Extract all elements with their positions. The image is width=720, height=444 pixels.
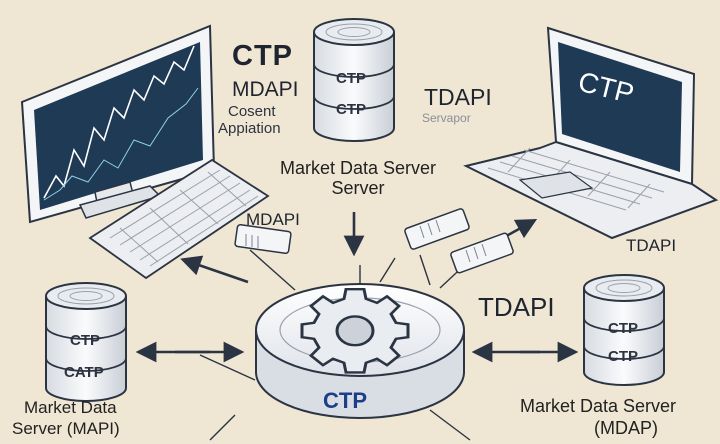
ctp-title: CTP bbox=[232, 40, 293, 72]
database-server-icon-right bbox=[583, 274, 665, 386]
market-server-label-line1: Market Data Server bbox=[279, 158, 437, 178]
tdapi-label-right: TDAPI bbox=[626, 236, 677, 255]
tdapi-label-mid: TDAPI bbox=[478, 292, 555, 322]
left-server-label-line1: Market Data bbox=[24, 398, 117, 417]
network-adapter-icon bbox=[234, 208, 514, 274]
arrow-to-monitor bbox=[180, 255, 249, 284]
left-db-disk-label-1: CTP bbox=[70, 332, 100, 349]
right-db-disk-label-2: CTP bbox=[608, 348, 638, 365]
client-label-line1: Cosent bbox=[228, 103, 276, 120]
client-label-line2: Appiation bbox=[218, 120, 281, 137]
market-server-label-line2: Server bbox=[331, 178, 385, 198]
tdapi-label-top: TDAPI bbox=[424, 84, 492, 110]
gear-icon bbox=[300, 287, 410, 374]
laptop-icon bbox=[463, 26, 719, 240]
database-server-icon bbox=[313, 18, 395, 142]
top-db-disk-label-2: CTP bbox=[336, 101, 366, 118]
mdapi-label-mid: MDAPI bbox=[246, 210, 300, 229]
top-db-disk-label-1: CTP bbox=[336, 70, 366, 87]
mdapi-label-top: MDAPI bbox=[232, 78, 299, 101]
right-server-label-line1: Market Data Server bbox=[520, 396, 677, 416]
right-db-disk-label-1: CTP bbox=[608, 320, 638, 337]
left-db-disk-label-2: CATP bbox=[64, 364, 104, 381]
hub-label: CTP bbox=[323, 388, 367, 413]
stock-chart-monitor-icon bbox=[20, 24, 216, 224]
servapor-label: Servapor bbox=[422, 111, 471, 125]
keyboard-icon bbox=[88, 158, 270, 280]
database-server-icon-left bbox=[45, 282, 127, 402]
right-server-label-line2: (MDAP) bbox=[594, 418, 658, 438]
left-server-label-line2: Server (MAPI) bbox=[12, 419, 120, 438]
